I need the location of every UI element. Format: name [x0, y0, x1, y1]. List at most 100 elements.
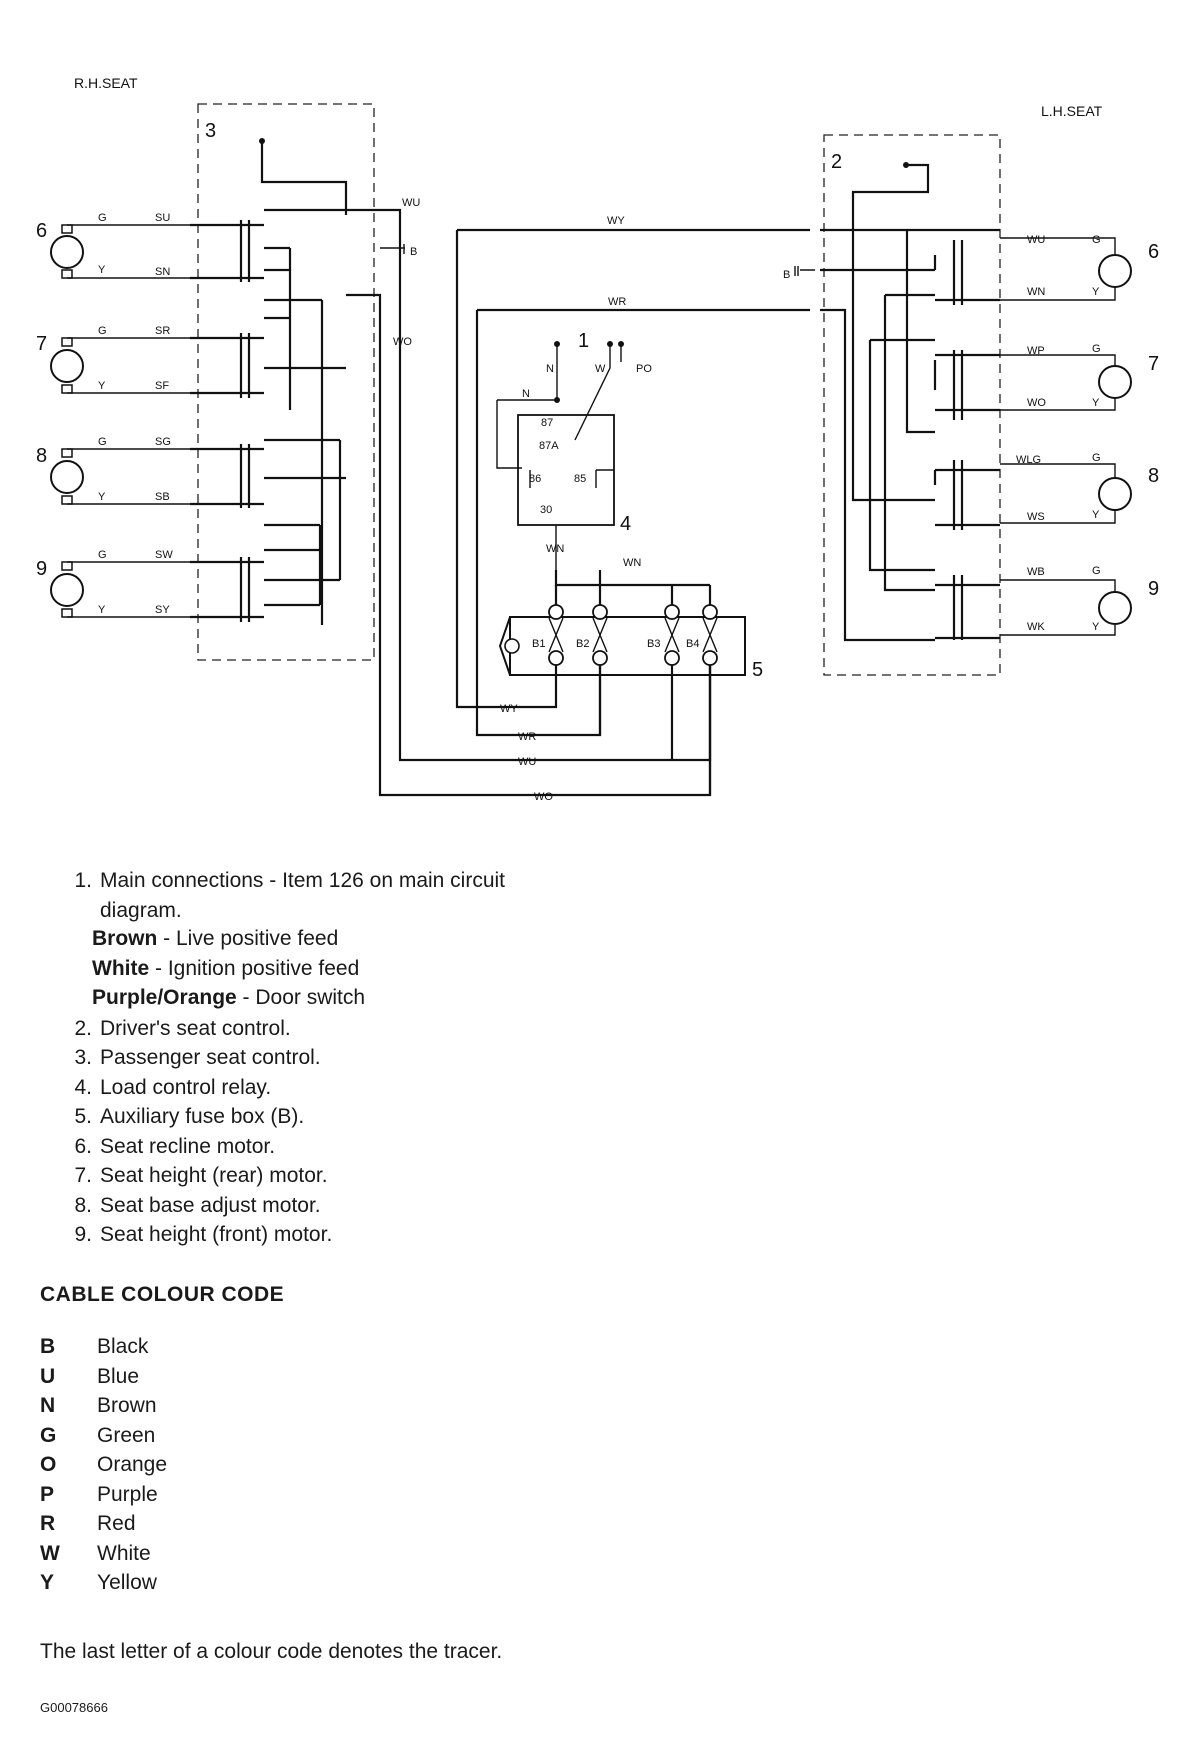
left-code-su: SU	[155, 212, 170, 224]
left-motor-9	[50, 561, 130, 618]
key-item: 2.Driver's seat control.	[74, 1016, 291, 1040]
key-item: 6.Seat recline motor.	[74, 1134, 276, 1158]
component-3-label: 3	[205, 120, 216, 142]
auxiliary-fuse-box: WN B1 B2 B3 B4 5	[498, 557, 763, 795]
left-g-2: G	[98, 325, 107, 337]
right-motor-7-label: 7	[1148, 353, 1159, 375]
seat-wiring-diagram: R.H.SEAT L.H.SEAT 3 2	[36, 75, 1159, 803]
left-y-3: Y	[98, 491, 106, 503]
main-connection-feeds: Brown - Live positive feed White - Ignit…	[92, 924, 365, 1013]
harness-wo-label: WO	[393, 336, 412, 348]
left-motor-7	[50, 337, 130, 394]
feed-row: Brown - Live positive feed	[92, 927, 339, 950]
left-motor-6-label: 6	[36, 220, 47, 242]
relay-pin-85: 85	[574, 473, 586, 485]
left-code-sr: SR	[155, 325, 170, 337]
relay-pin-30: 30	[540, 504, 552, 516]
box3-link-wire	[260, 141, 348, 215]
left-code-sn: SN	[155, 266, 170, 278]
right-y-2: Y	[1092, 397, 1100, 409]
right-motor-group: 6 7 8 9	[1000, 237, 1159, 636]
fuse-b1	[548, 604, 564, 666]
fuse-b4-label: B4	[686, 638, 699, 650]
left-g-3: G	[98, 436, 107, 448]
harness-wu-label: WU	[402, 197, 420, 209]
key-item: 8.Seat base adjust motor.	[74, 1193, 321, 1217]
feed-row: Purple/Orange - Door switch	[92, 986, 366, 1009]
left-motor-group: 6 7 8 9	[36, 220, 130, 618]
left-motor-8	[50, 448, 130, 505]
right-wire-runs	[820, 228, 1000, 642]
right-motor-8	[1098, 477, 1132, 511]
box2-link-wire	[851, 163, 930, 232]
right-y-3: Y	[1092, 509, 1100, 521]
right-motor-6	[1098, 254, 1132, 288]
harness-b-left-label: B	[410, 246, 417, 258]
fuse-b2-label: B2	[576, 638, 589, 650]
relay-n-label: N	[546, 363, 554, 375]
right-motor-6-label: 6	[1148, 241, 1159, 263]
fuse-b4	[702, 604, 718, 666]
left-motor-9-label: 9	[36, 558, 47, 580]
right-motor-7	[1098, 365, 1132, 399]
right-code-wlg: WLG	[1016, 454, 1041, 466]
relay-w-label: W	[595, 363, 606, 375]
right-motor-9-label: 9	[1148, 578, 1159, 600]
harness-wr-label: WR	[608, 296, 626, 308]
right-y-1: Y	[1092, 286, 1100, 298]
driver-seat-control-box	[823, 134, 1001, 676]
relay-pin-87a: 87A	[539, 440, 559, 452]
left-y-2: Y	[98, 380, 106, 392]
relay-n-feed-label: N	[522, 388, 530, 400]
relay-pin-86: 86	[529, 473, 541, 485]
key-item: 4.Load control relay.	[74, 1075, 272, 1099]
right-code-ws: WS	[1027, 511, 1045, 523]
component-1-label: 1	[578, 330, 589, 352]
key-item: 9.Seat height (front) motor.	[74, 1223, 333, 1246]
fuse-b3	[664, 604, 680, 666]
right-code-wu: WU	[1027, 234, 1045, 246]
component-key-list: 1.Main connections - Item 126 on main ci…	[56, 866, 756, 1250]
passenger-seat-control-box	[197, 103, 375, 661]
lh-seat-label: L.H.SEAT	[1041, 103, 1103, 119]
right-code-wk: WK	[1027, 621, 1045, 633]
harness-wn-1-label: WN	[546, 543, 564, 555]
rh-seat-label: R.H.SEAT	[74, 75, 138, 91]
left-y-1: Y	[98, 264, 106, 276]
relay-pin-87: 87	[541, 417, 553, 429]
left-wire-labels: G Y SU SN G Y SR SF G Y SG SB G Y SW SY	[98, 212, 173, 616]
right-code-wn: WN	[1027, 286, 1045, 298]
return-wy-label: WY	[500, 703, 518, 715]
right-g-4: G	[1092, 565, 1101, 577]
component-4-label: 4	[620, 513, 631, 535]
right-g-2: G	[1092, 343, 1101, 355]
cable-colour-code-heading: CABLE COLOUR CODE	[40, 1283, 285, 1306]
relay-po-label: PO	[636, 363, 652, 375]
right-y-4: Y	[1092, 621, 1100, 633]
harness-b-right-label: B	[783, 269, 790, 281]
figure-reference: G00078666	[40, 1700, 108, 1715]
return-wire-labels: WY WR WU WO	[500, 703, 553, 803]
feed-row: White - Ignition positive feed	[92, 956, 360, 980]
key-item: 7.Seat height (rear) motor.	[74, 1164, 328, 1187]
left-motor-8-label: 8	[36, 445, 47, 467]
right-code-wb: WB	[1027, 566, 1045, 578]
return-wr-label: WR	[518, 731, 536, 743]
left-code-sy: SY	[155, 604, 170, 616]
key-item: 5.Auxiliary fuse box (B).	[74, 1105, 305, 1128]
left-code-sb: SB	[155, 491, 170, 503]
left-g-1: G	[98, 212, 107, 224]
left-motor-6	[50, 224, 130, 279]
key-item: 3.Passenger seat control.	[74, 1046, 321, 1069]
tracer-footnote: The last letter of a colour code denotes…	[40, 1640, 503, 1663]
right-code-wp: WP	[1027, 345, 1045, 357]
left-wire-runs	[130, 208, 346, 625]
